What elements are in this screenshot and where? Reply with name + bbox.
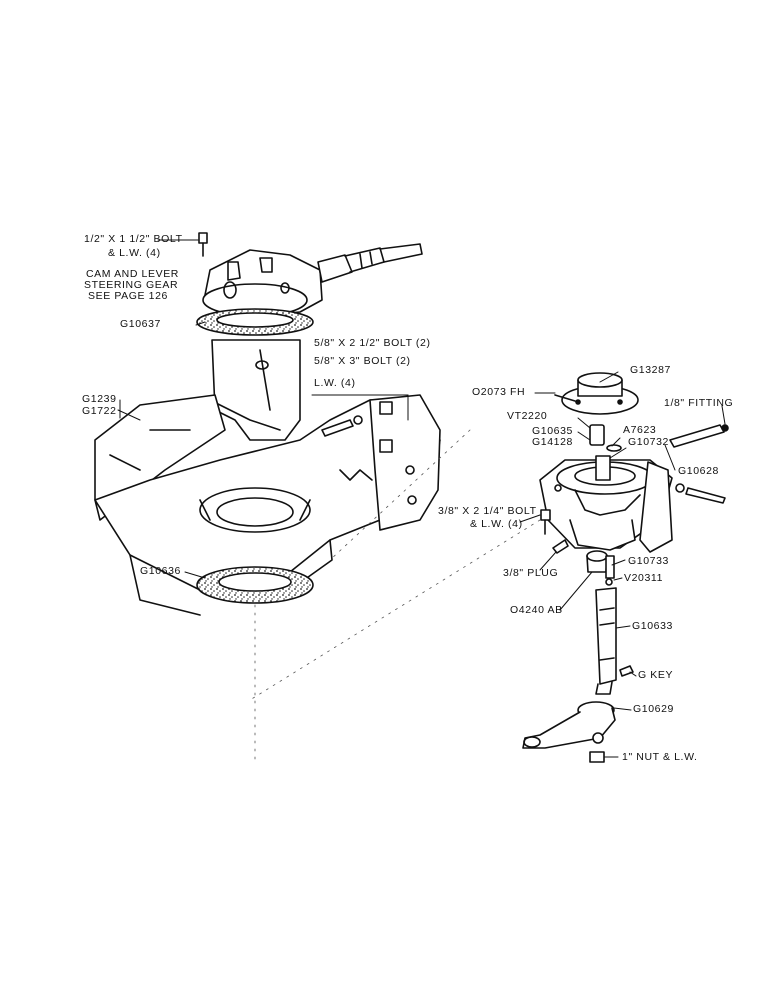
- label-lock-washer-top: & L.W. (4): [108, 247, 161, 259]
- pump-body: [539, 455, 673, 553]
- label-g10628: G10628: [678, 465, 719, 477]
- label-vt2220: VT2220: [507, 410, 548, 422]
- leader-lines: [117, 239, 726, 758]
- alignment-lines: [249, 429, 541, 761]
- label-fitting: 1/8" FITTING: [664, 397, 734, 409]
- label-g10636: G10636: [140, 565, 181, 577]
- label-g1722: G1722: [82, 405, 117, 417]
- label-plug: 3/8" PLUG: [503, 567, 559, 579]
- label-half-by-one-half-bolt: 1/2" X 1 1/2" BOLT: [84, 233, 183, 245]
- label-g10633: G10633: [632, 620, 673, 632]
- label-steering-gear: STEERING GEAR: [84, 279, 179, 291]
- tube-g10628: [669, 424, 729, 448]
- label-g10637: G10637: [120, 318, 161, 330]
- pin-v20311: [605, 555, 615, 586]
- bolt-and-plug: [540, 509, 569, 554]
- label-g1239: G1239: [82, 393, 117, 405]
- gasket-g10636: [196, 566, 314, 604]
- label-v20311: V20311: [624, 572, 664, 584]
- cap-g13287: [561, 372, 639, 415]
- label-bolt-2-quarter: 3/8" X 2 1/4" BOLT: [438, 505, 537, 517]
- label-o4240ab: O4240 AB: [510, 604, 563, 616]
- label-g10635: G10635: [532, 425, 573, 437]
- label-bolt-3: 5/8" X 3" BOLT (2): [314, 355, 411, 367]
- bolt-with-washer: [321, 415, 363, 437]
- label-cam-and-lever: CAM AND LEVER: [86, 268, 179, 280]
- label-g-key: G KEY: [638, 669, 674, 681]
- side-bolt: [675, 483, 726, 504]
- label-g10629: G10629: [633, 703, 674, 715]
- label-g10733: G10733: [628, 555, 669, 567]
- label-see-page: SEE PAGE 126: [88, 290, 168, 302]
- main-housing: [94, 339, 441, 616]
- oring-a7623: [606, 444, 622, 452]
- key-part: [619, 665, 634, 677]
- label-g14128: G14128: [532, 436, 573, 448]
- label-a7623: A7623: [623, 424, 657, 436]
- shaft-g10633: [595, 587, 617, 695]
- label-o2073fh: O2073 FH: [472, 386, 526, 398]
- nut-part: [589, 751, 605, 763]
- label-lock-washer-mid: & L.W. (4): [470, 518, 523, 530]
- gasket-g10637: [196, 308, 314, 336]
- bushing-vt2220: [589, 424, 605, 446]
- label-g13287: G13287: [630, 364, 671, 376]
- label-g10732: G10732: [628, 436, 669, 448]
- label-nut-blw: 1" NUT & L.W.: [622, 751, 698, 763]
- label-bolt-2-half: 5/8" X 2 1/2" BOLT (2): [314, 337, 431, 349]
- label-lw-4: L.W. (4): [314, 377, 356, 389]
- seal-o4240ab: [586, 550, 608, 573]
- arm-g10629: [522, 701, 616, 749]
- steering-gear-housing: [198, 232, 423, 317]
